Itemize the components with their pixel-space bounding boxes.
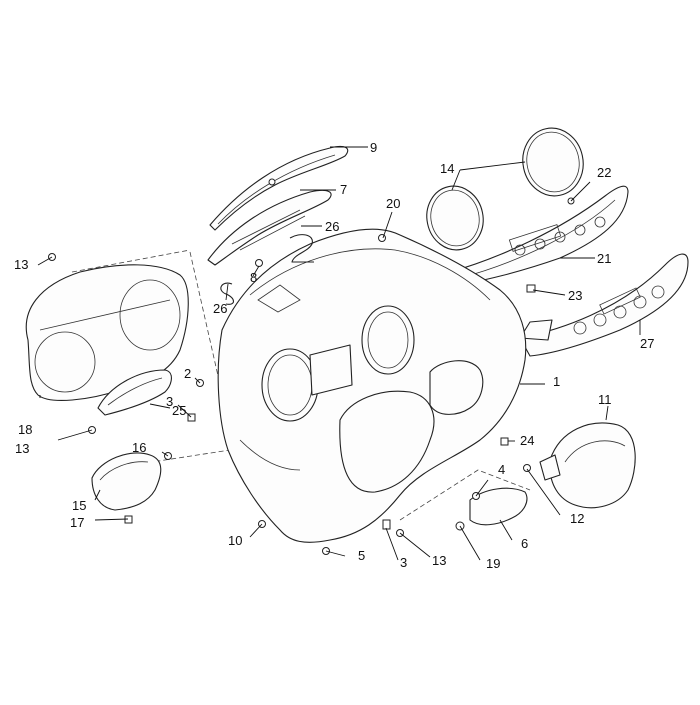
callout-11: 11 [598,392,612,407]
callout-20: 20 [386,196,400,211]
callout-9: 9 [370,140,377,155]
callout-16: 16 [132,440,146,455]
part-15-box-cover [91,452,162,511]
part-14-bezel-rings [426,127,584,251]
callout-5: 5 [358,548,365,563]
callout-2: 2 [184,366,191,381]
callout-labels: 1 2 3 3 4 5 6 7 8 9 10 11 12 13 13 13 14… [14,140,654,571]
callout-26: 26 [213,301,227,316]
callout-7: 7 [340,182,347,197]
callout-10: 10 [228,533,242,548]
callout-6: 6 [521,536,528,551]
callout-15: 15 [72,498,86,513]
callout-21: 21 [597,251,611,266]
part-21-switch-panel [449,185,629,286]
part-25-small-cover [97,369,172,416]
callout-13: 13 [14,257,28,272]
part-18-instrument-cover [25,264,189,401]
callout-25: 25 [172,403,186,418]
callout-24: 24 [520,433,534,448]
callout-12: 12 [570,511,584,526]
part-9-upper-trim [209,145,349,231]
callout-19: 19 [486,556,500,571]
callout-3: 3 [400,555,407,570]
callout-17: 17 [70,515,84,530]
callout-8: 8 [250,270,257,285]
part-1-dashboard-body [217,228,527,543]
leader-lines [37,146,641,561]
part-11-side-instrument [539,422,636,509]
callout-27: 27 [640,336,654,351]
part-27-switch-panel [519,253,689,357]
callout-3: 3 [166,394,173,409]
part-7-middle-trim [207,189,332,266]
callout-23: 23 [568,288,582,303]
part-26-decals [220,234,314,305]
callout-1: 1 [553,374,560,389]
callout-4: 4 [498,462,505,477]
part-6-small-cover [469,487,528,526]
callout-14: 14 [440,161,454,176]
callout-13: 13 [432,553,446,568]
callout-22: 22 [597,165,611,180]
callout-13: 13 [15,441,29,456]
callout-18: 18 [18,422,32,437]
callout-26: 26 [325,219,339,234]
